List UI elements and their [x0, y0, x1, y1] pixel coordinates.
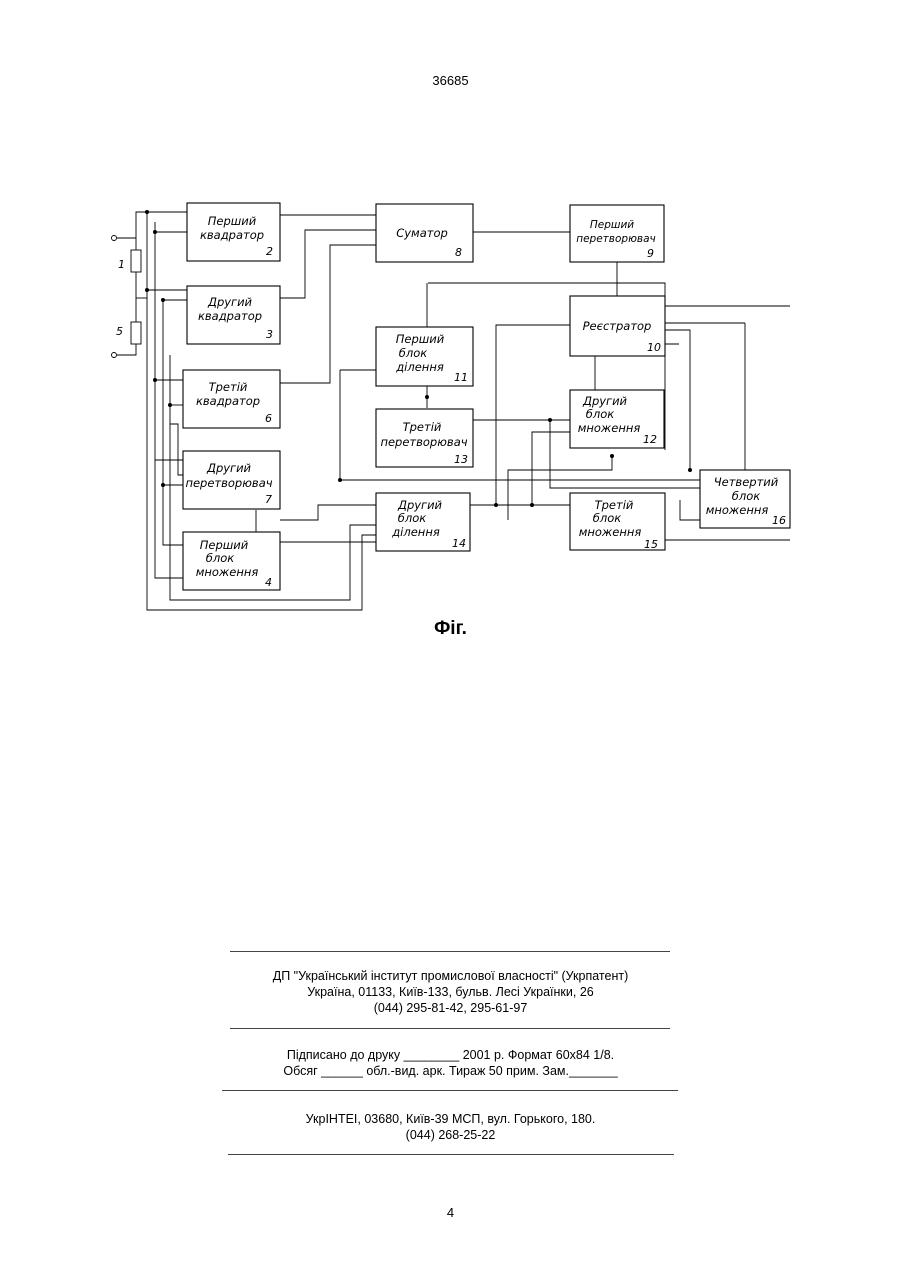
block-label: перетворювач: [576, 233, 656, 245]
block-label: множення: [578, 421, 641, 435]
divider: [230, 951, 670, 952]
block-third-converter: Третій перетворювач 13: [376, 409, 473, 467]
page-number: 4: [0, 1205, 901, 1220]
printer-phone: (044) 268-25-22: [0, 1127, 901, 1143]
block-label: Третій: [209, 380, 248, 394]
block-label: множення: [579, 525, 642, 539]
block-label: Другий: [207, 295, 253, 309]
block-label: квадратор: [200, 228, 264, 242]
block-recorder: Реєстратор 10: [570, 296, 665, 356]
block-first-multiplier: Перший блок множення 4: [183, 532, 280, 590]
block-label: множення: [706, 503, 769, 517]
block-number: 8: [455, 246, 462, 259]
block-number: 7: [265, 493, 272, 506]
resistor-label: 5: [116, 325, 123, 338]
block-number: 15: [644, 538, 658, 551]
block-label: блок: [398, 511, 426, 525]
block-first-converter: Перший перетворювач 9: [570, 205, 664, 262]
block-number: 4: [265, 576, 272, 589]
block-first-divider: Перший блок ділення 11: [376, 327, 473, 386]
block-second-converter: Другий перетворювач 7: [183, 451, 280, 509]
block-fourth-multiplier: Четвертий блок множення 16: [700, 470, 790, 528]
resistor-label: 1: [118, 258, 125, 271]
block-number: 6: [265, 412, 272, 425]
block-label: блок: [593, 511, 621, 525]
block-adder: Суматор 8: [376, 204, 473, 262]
block-label: ділення: [391, 525, 440, 539]
block-label: Другий: [397, 498, 443, 512]
divider: [228, 1154, 674, 1155]
block-label: Суматор: [396, 226, 448, 240]
block-third-squarer: Третій квадратор 6: [183, 370, 280, 428]
block-label: блок: [732, 489, 760, 503]
block-label: блок: [399, 346, 427, 360]
signed-line: Підписано до друку ________ 2001 р. Форм…: [0, 1047, 901, 1063]
block-label: Перший: [590, 219, 634, 231]
block-label: Другий: [582, 394, 628, 408]
block-label: квадратор: [198, 309, 262, 323]
block-number: 9: [647, 247, 654, 260]
block-label: перетворювач: [185, 476, 272, 490]
block-second-squarer: Другий квадратор 3: [187, 286, 280, 344]
block-number: 11: [454, 371, 468, 384]
publisher-address: Україна, 01133, Київ-133, бульв. Лесі Ук…: [0, 984, 901, 1000]
volume-line: Обсяг ______ обл.-вид. арк. Тираж 50 при…: [0, 1063, 901, 1079]
block-third-multiplier: Третій блок множення 15: [570, 493, 665, 551]
divider: [230, 1028, 670, 1029]
divider: [222, 1090, 678, 1091]
block-label: Третій: [595, 498, 634, 512]
block-number: 13: [454, 453, 468, 466]
block-second-multiplier: Другий блок множення 12: [570, 390, 664, 448]
block-second-divider: Другий блок ділення 14: [376, 493, 470, 551]
block-number: 16: [772, 514, 786, 527]
publisher-phones: (044) 295-81-42, 295-61-97: [0, 1000, 901, 1016]
block-label: Перший: [208, 214, 257, 228]
block-label: Перший: [396, 332, 445, 346]
block-number: 2: [266, 245, 273, 258]
block-diagram: 1 5 Перший квадратор 2 Другий квадратор …: [0, 0, 901, 660]
block-number: 12: [643, 433, 657, 446]
block-label: Перший: [200, 538, 249, 552]
block-label: перетворювач: [380, 435, 467, 449]
block-label: ділення: [395, 360, 444, 374]
block-label: блок: [586, 407, 614, 421]
block-label: блок: [206, 551, 234, 565]
block-label: Четвертий: [714, 475, 779, 489]
block-first-squarer: Перший квадратор 2: [187, 203, 280, 261]
block-label: Другий: [206, 461, 252, 475]
publisher-line: ДП "Український інститут промислової вла…: [0, 968, 901, 984]
printer-line: УкрІНТЕІ, 03680, Київ-39 МСП, вул. Горьк…: [0, 1111, 901, 1127]
block-number: 3: [266, 328, 273, 341]
block-label: Третій: [403, 420, 442, 434]
block-number: 10: [647, 341, 661, 354]
block-label: множення: [196, 565, 259, 579]
block-label: квадратор: [196, 394, 260, 408]
figure-caption: Фіг.: [0, 618, 901, 640]
block-label: Реєстратор: [583, 319, 652, 333]
block-number: 14: [452, 537, 466, 550]
